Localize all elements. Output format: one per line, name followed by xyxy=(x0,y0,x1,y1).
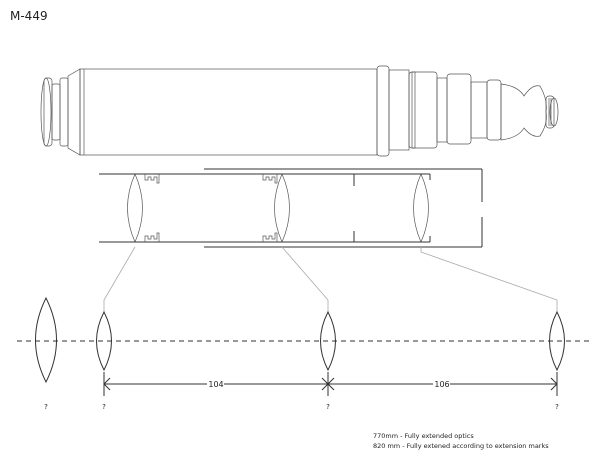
lens-label: ? xyxy=(555,403,559,411)
dimension-106: 106 xyxy=(434,380,449,389)
lens-label: ? xyxy=(102,403,106,411)
telescope-exterior-drawing xyxy=(40,65,559,157)
lens-2 xyxy=(320,310,336,372)
lens-1 xyxy=(96,310,112,372)
diagram-title: M-449 xyxy=(10,9,48,23)
lens-3 xyxy=(549,310,565,372)
lens-0 xyxy=(35,296,57,384)
dimension-104: 104 xyxy=(208,380,223,389)
leader-lines xyxy=(103,246,558,312)
note-line: 770mm - Fully extended optics xyxy=(373,432,474,440)
note-line: 820 mm - Fully extened according to exte… xyxy=(373,442,549,450)
lens-label: ? xyxy=(44,403,48,411)
optical-layout: 104 106 ? ? ? ? xyxy=(17,296,590,411)
tube-cross-section xyxy=(99,168,483,248)
lens-label: ? xyxy=(326,403,330,411)
